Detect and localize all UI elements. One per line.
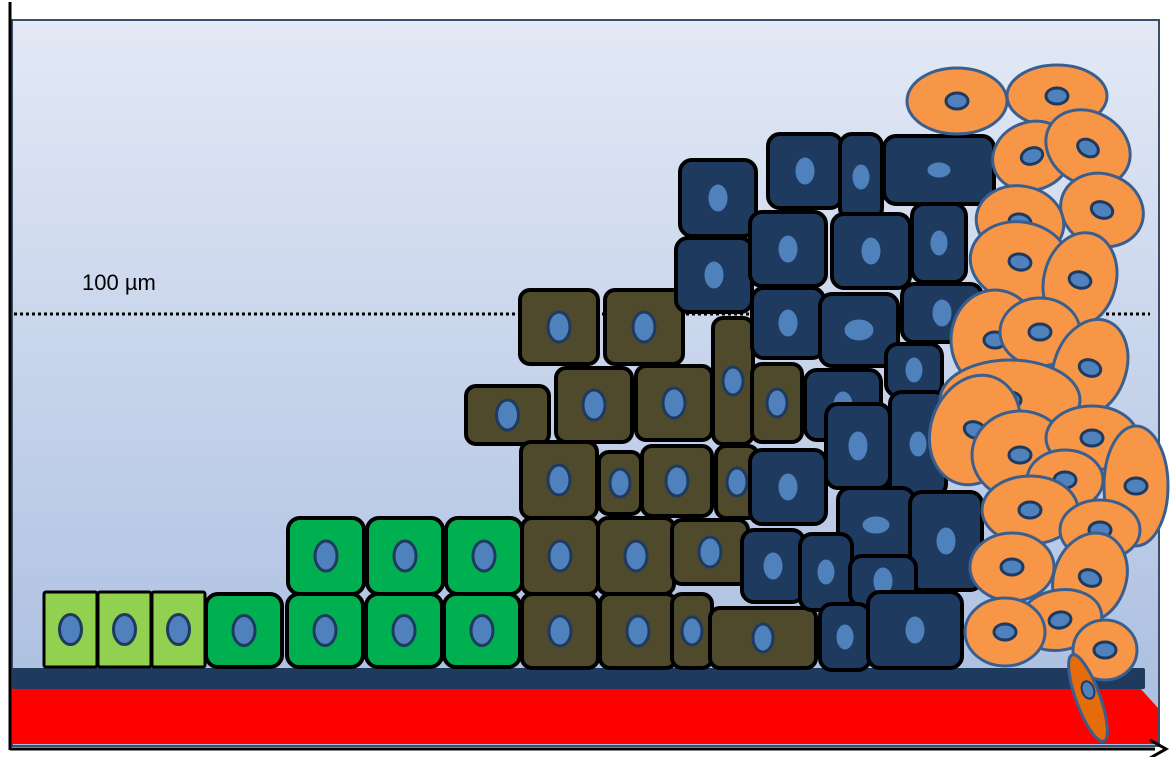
nucleus bbox=[703, 260, 725, 290]
nucleus bbox=[860, 236, 882, 266]
nucleus bbox=[233, 616, 255, 646]
nucleus bbox=[549, 541, 571, 571]
nucleus bbox=[682, 617, 702, 645]
nucleus bbox=[777, 472, 799, 502]
nucleus bbox=[929, 229, 949, 257]
nucleus bbox=[666, 466, 688, 496]
nucleus bbox=[315, 541, 337, 571]
nucleus bbox=[1009, 447, 1031, 463]
stroma-layer bbox=[12, 688, 1158, 744]
nucleus bbox=[946, 93, 968, 109]
nucleus bbox=[627, 616, 649, 646]
nucleus bbox=[663, 388, 685, 418]
nucleus bbox=[926, 161, 952, 179]
nucleus bbox=[816, 558, 836, 586]
nucleus bbox=[625, 541, 647, 571]
nucleus bbox=[904, 615, 926, 645]
nucleus bbox=[843, 318, 875, 342]
nucleus bbox=[762, 551, 784, 581]
nucleus bbox=[1019, 502, 1041, 518]
nucleus bbox=[548, 312, 570, 342]
nucleus bbox=[633, 312, 655, 342]
nucleus bbox=[1046, 88, 1068, 104]
nucleus bbox=[904, 356, 924, 384]
nucleus bbox=[935, 526, 957, 556]
nucleus bbox=[723, 367, 743, 395]
nucleus bbox=[1001, 559, 1023, 575]
nucleus bbox=[114, 615, 136, 645]
nucleus bbox=[394, 541, 416, 571]
nucleus bbox=[548, 465, 570, 495]
nucleus bbox=[727, 468, 747, 496]
scale-label: 100 µm bbox=[82, 270, 156, 295]
nucleus bbox=[699, 537, 721, 567]
nucleus bbox=[777, 234, 799, 264]
nucleus bbox=[497, 400, 519, 430]
nucleus bbox=[777, 308, 799, 338]
nucleus bbox=[767, 389, 787, 417]
nucleus bbox=[60, 615, 82, 645]
nucleus bbox=[549, 616, 571, 646]
pale-green-cell-group bbox=[44, 592, 205, 667]
nucleus bbox=[393, 616, 415, 646]
nucleus bbox=[851, 163, 871, 191]
nucleus bbox=[994, 624, 1016, 640]
nucleus bbox=[835, 623, 855, 651]
nucleus bbox=[707, 183, 729, 213]
basement-membrane bbox=[12, 668, 1145, 689]
nucleus bbox=[931, 298, 953, 328]
nucleus bbox=[861, 515, 891, 535]
nucleus bbox=[473, 541, 495, 571]
nucleus bbox=[471, 616, 493, 646]
nucleus bbox=[610, 469, 630, 497]
nucleus bbox=[908, 430, 928, 458]
nucleus bbox=[1125, 478, 1147, 494]
nucleus bbox=[583, 390, 605, 420]
nucleus bbox=[794, 156, 816, 186]
nucleus bbox=[847, 430, 869, 462]
nucleus bbox=[314, 616, 336, 646]
nucleus bbox=[1029, 324, 1051, 340]
nucleus bbox=[753, 624, 773, 652]
nucleus bbox=[1081, 430, 1103, 446]
nucleus bbox=[1094, 642, 1116, 658]
nucleus bbox=[168, 615, 190, 645]
